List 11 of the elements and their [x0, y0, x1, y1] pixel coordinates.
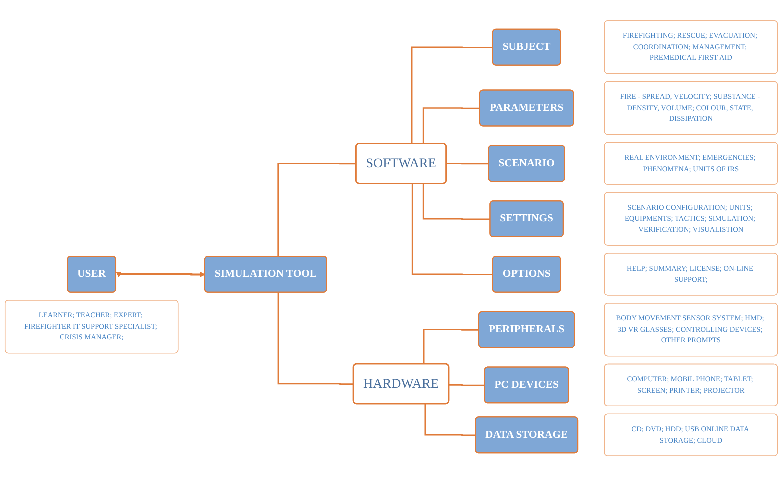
- connector: [278, 162, 356, 257]
- connector: [422, 184, 491, 220]
- connector: [423, 329, 480, 364]
- connector: [422, 108, 480, 144]
- arrow: [116, 272, 206, 278]
- connector: [278, 292, 354, 385]
- connector: [411, 46, 494, 144]
- connector: [424, 404, 476, 436]
- connector: [446, 162, 490, 165]
- connector: [412, 184, 494, 276]
- connector: [448, 384, 486, 386]
